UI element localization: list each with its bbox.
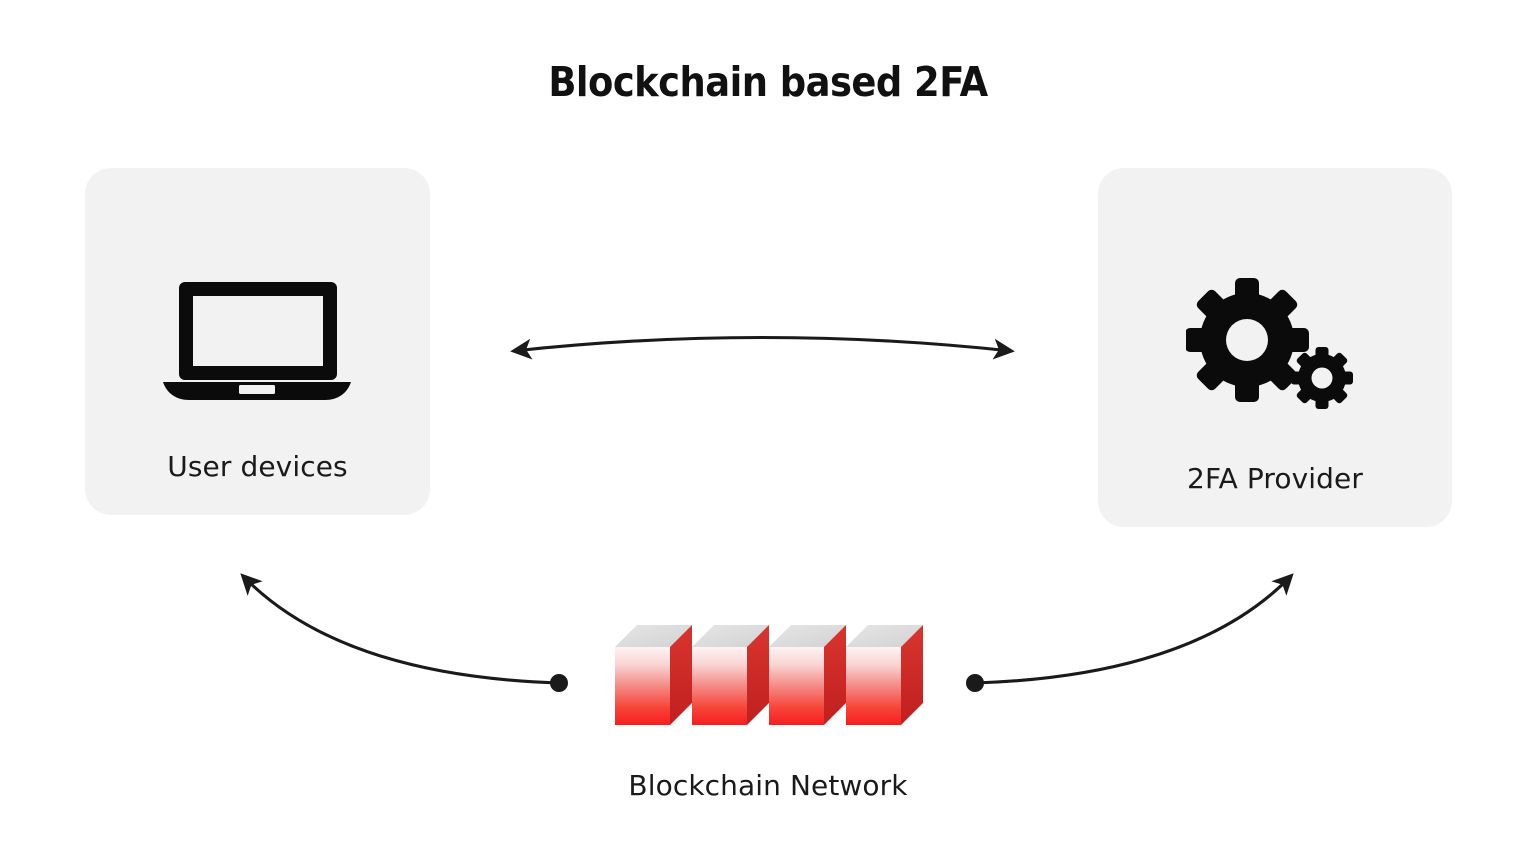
connector-user-to-provider xyxy=(510,335,1015,360)
block-3 xyxy=(769,625,846,725)
block-4 xyxy=(846,625,923,725)
gears-icon xyxy=(1185,272,1371,417)
block-2 xyxy=(692,625,769,725)
blockchain-network-label: Blockchain Network xyxy=(628,769,908,802)
node-label-twofa-provider: 2FA Provider xyxy=(1187,462,1363,495)
block-1 xyxy=(615,625,692,725)
connector-start-dot-left xyxy=(550,674,568,692)
blockchain-blocks-icon[interactable] xyxy=(595,625,940,745)
connector-blockchain-to-user xyxy=(240,573,568,692)
laptop-icon xyxy=(157,272,357,412)
node-label-user-devices: User devices xyxy=(167,450,348,483)
connector-blockchain-to-provider xyxy=(966,573,1294,692)
connector-start-dot-right xyxy=(966,674,984,692)
page-title: Blockchain based 2FA xyxy=(548,58,988,106)
